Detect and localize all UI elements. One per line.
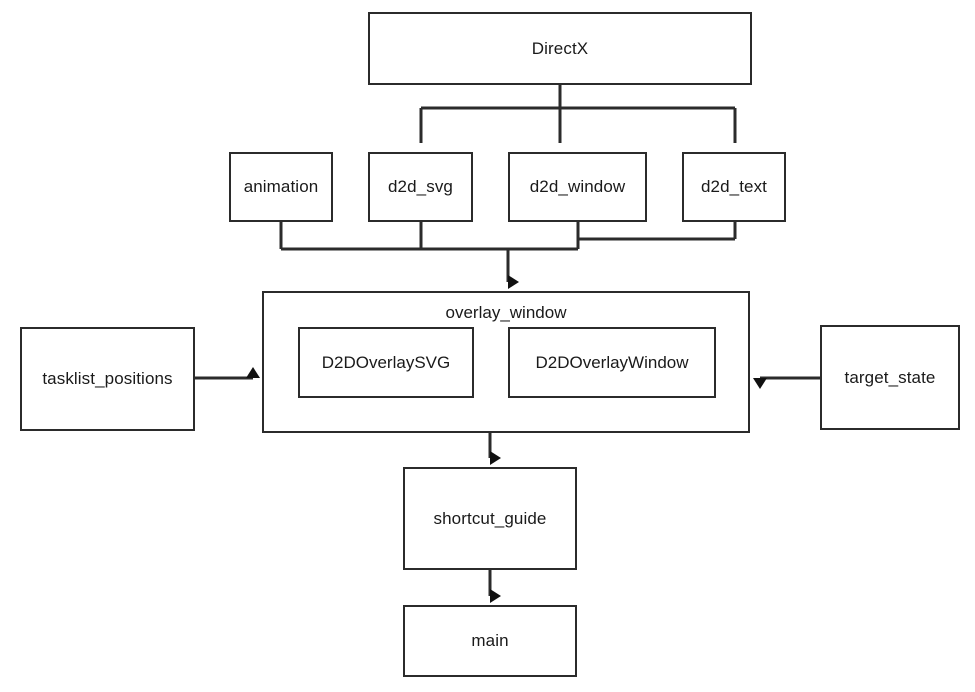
node-main-label: main xyxy=(471,631,509,650)
node-directx[interactable]: DirectX xyxy=(368,12,752,85)
node-animation-label: animation xyxy=(243,177,319,196)
node-d2doverlaywindow-label: D2DOverlayWindow xyxy=(535,352,689,372)
node-tasklist-positions[interactable]: tasklist_positions xyxy=(20,327,195,431)
node-d2doverlaysvg[interactable]: D2DOverlaySVG xyxy=(298,327,474,398)
node-main[interactable]: main xyxy=(403,605,577,677)
node-d2d-text[interactable]: d2d_text xyxy=(682,152,786,222)
node-d2doverlaywindow[interactable]: D2DOverlayWindow xyxy=(508,327,716,398)
node-d2doverlaysvg-label: D2DOverlaySVG xyxy=(321,352,451,372)
group-overlay-window-label: overlay_window xyxy=(445,303,567,322)
node-tasklist-positions-label: tasklist_positions xyxy=(42,369,173,388)
node-target-state[interactable]: target_state xyxy=(820,325,960,430)
node-d2d-window-label: d2d_window xyxy=(529,177,626,196)
node-directx-label: DirectX xyxy=(531,38,589,58)
node-target-state-label: target_state xyxy=(844,367,936,387)
node-shortcut-guide[interactable]: shortcut_guide xyxy=(403,467,577,570)
node-animation[interactable]: animation xyxy=(229,152,333,222)
node-shortcut-guide-label: shortcut_guide xyxy=(433,508,547,528)
node-d2d-svg[interactable]: d2d_svg xyxy=(368,152,473,222)
node-d2d-svg-label: d2d_svg xyxy=(388,177,453,196)
node-d2d-text-label: d2d_text xyxy=(700,177,768,196)
node-d2d-window[interactable]: d2d_window xyxy=(508,152,647,222)
